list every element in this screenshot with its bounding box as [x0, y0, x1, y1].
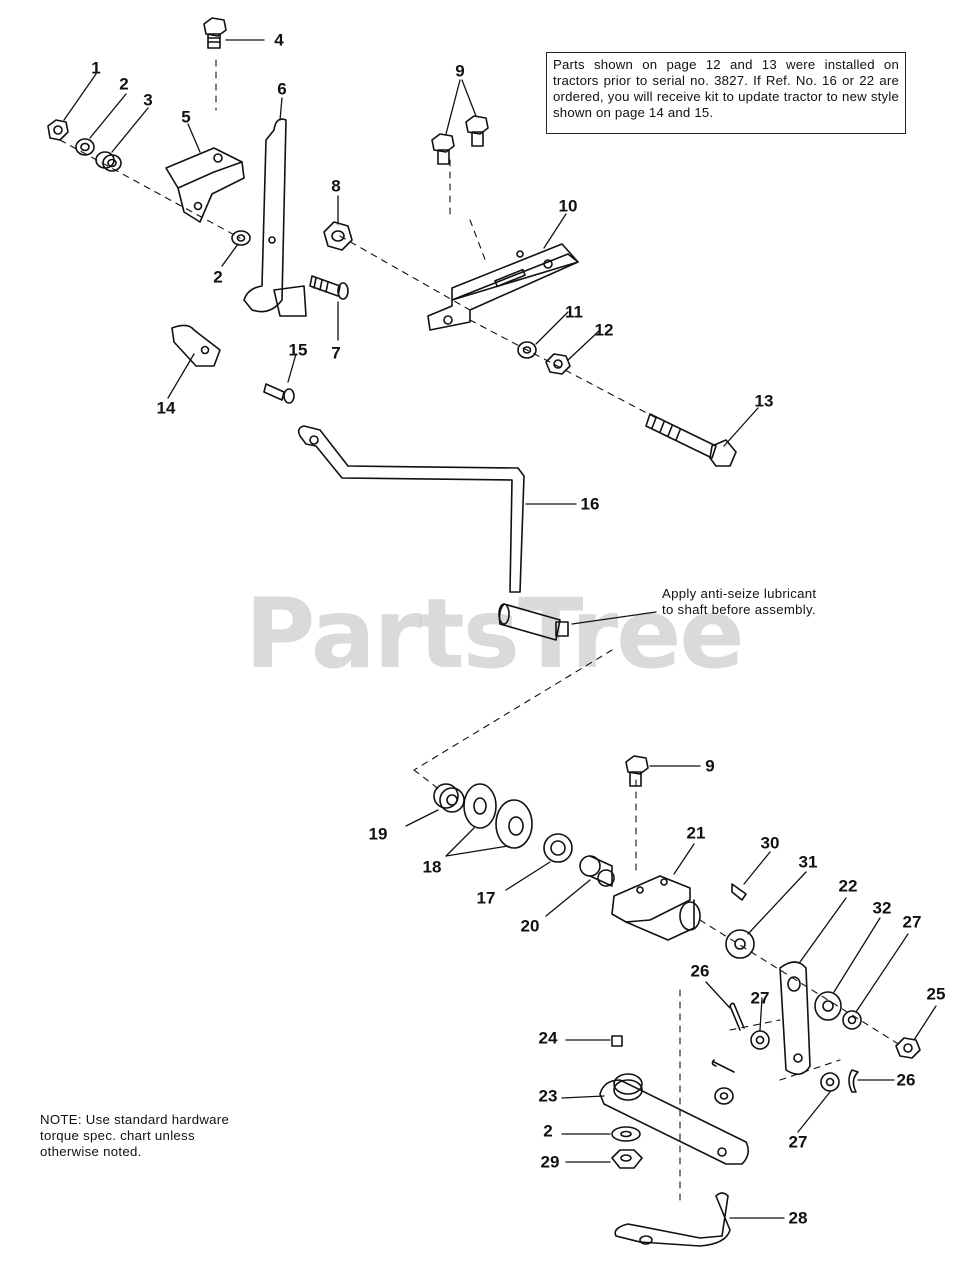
nut-12: [545, 353, 571, 375]
callout-22: 22: [838, 876, 858, 896]
shaft-arm-16: [297, 425, 569, 641]
callout-17: 17: [476, 888, 496, 908]
nut-8: [323, 221, 353, 251]
callout-25: 25: [926, 984, 946, 1004]
rod-28: [614, 1192, 731, 1247]
callout-18: 18: [422, 857, 442, 877]
callout-26: 26: [690, 961, 710, 981]
long-bolt-13: [645, 413, 737, 467]
callout-6: 6: [277, 79, 287, 99]
callout-2: 2: [543, 1121, 553, 1141]
cotter-pins-26: [711, 1002, 859, 1093]
callout-27: 27: [788, 1132, 808, 1152]
bushing-20: [579, 855, 615, 887]
callout-26: 26: [896, 1070, 916, 1090]
callout-13: 13: [754, 391, 774, 411]
link-22: [779, 961, 811, 1075]
callout-23: 23: [538, 1086, 558, 1106]
hex-bolt-4: [203, 17, 227, 49]
plate-10: [427, 243, 579, 331]
bolts-9: [431, 115, 489, 165]
callout-5: 5: [181, 107, 191, 127]
callout-1: 1: [91, 58, 101, 78]
callout-21: 21: [686, 823, 706, 843]
bracket-5: [165, 147, 245, 223]
callout-24: 24: [538, 1028, 558, 1048]
callout-19: 19: [368, 824, 388, 844]
washer-32: [814, 991, 842, 1021]
hex-nut-1: [47, 119, 69, 141]
nut-29: [611, 1149, 643, 1169]
partstree-watermark: PartsTree: [245, 578, 744, 690]
callout-7: 7: [331, 343, 341, 363]
callout-11: 11: [565, 302, 583, 322]
callout-30: 30: [760, 833, 780, 853]
washer-2b: [231, 230, 251, 246]
washers-27: [714, 1010, 862, 1105]
bolt-9-lower: [625, 755, 649, 787]
washer-2a: [75, 138, 95, 156]
ring-17: [543, 833, 573, 863]
callout-29: 29: [540, 1152, 560, 1172]
callout-4: 4: [274, 30, 284, 50]
lubricant-note: Apply anti-seize lubricant to shaft befo…: [662, 586, 817, 617]
bracket-21: [611, 875, 701, 941]
callout-12: 12: [594, 320, 614, 340]
callout-2: 2: [119, 74, 129, 94]
callout-32: 32: [872, 898, 892, 918]
lever-6: [243, 118, 307, 317]
callout-20: 20: [520, 916, 540, 936]
callout-14: 14: [156, 398, 176, 418]
arm-23: [599, 1073, 750, 1165]
washer-11: [517, 341, 537, 359]
leader-lines: [63, 39, 937, 1219]
callout-28: 28: [788, 1208, 808, 1228]
callout-9: 9: [455, 61, 465, 81]
torque-note: NOTE: Use standard hardware torque spec.…: [40, 1112, 230, 1159]
prior-serial-note: Parts shown on page 12 and 13 were insta…: [546, 52, 906, 134]
callout-9: 9: [705, 756, 715, 776]
nut-25: [895, 1037, 921, 1059]
washer-2c: [611, 1126, 641, 1142]
callout-27: 27: [750, 988, 770, 1008]
screw-7: [309, 275, 349, 300]
assembly-centerlines: [59, 59, 901, 1201]
callout-31: 31: [798, 852, 818, 872]
callout-27: 27: [902, 912, 922, 932]
bushing-19: [433, 783, 465, 813]
pin-24: [611, 1035, 623, 1047]
callout-8: 8: [331, 176, 341, 196]
callout-15: 15: [288, 340, 308, 360]
callout-10: 10: [558, 196, 578, 216]
clip-14: [171, 324, 221, 367]
callout-16: 16: [580, 494, 600, 514]
callout-3: 3: [143, 90, 153, 110]
callout-2: 2: [213, 267, 223, 287]
spacer-3: [95, 151, 122, 172]
washer-31: [725, 929, 755, 959]
pin-30: [731, 883, 747, 901]
washers-18: [463, 783, 533, 849]
screw-15: [263, 383, 295, 404]
